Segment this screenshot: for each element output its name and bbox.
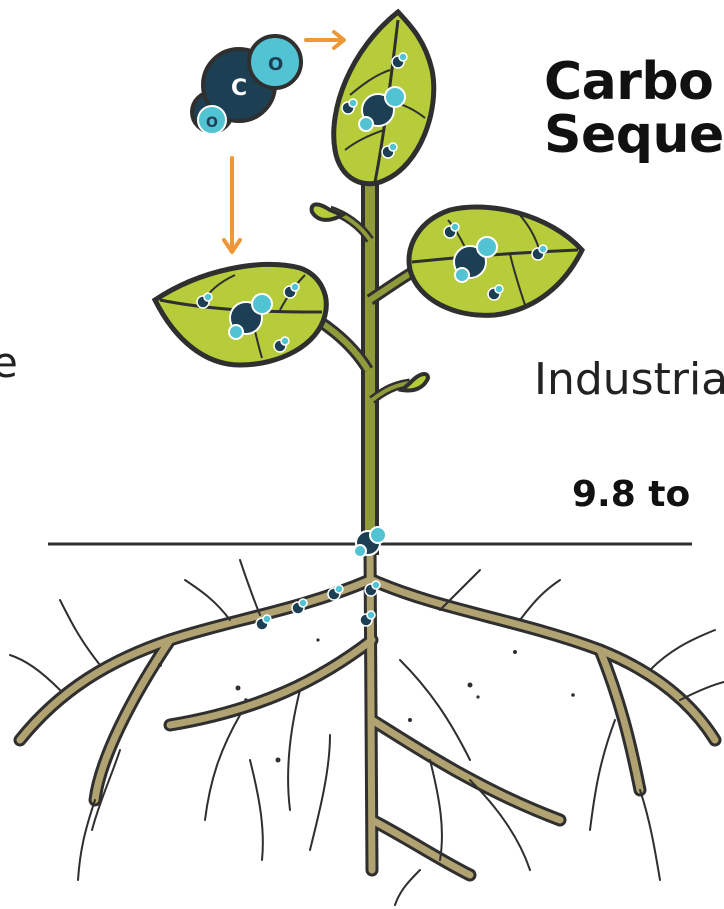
title-line-1: Carbo (544, 56, 724, 109)
subtitle: Industria (534, 354, 724, 405)
carbon-atom-label: C (231, 76, 247, 101)
co2-molecule-large: C O O (192, 36, 301, 134)
roots (10, 550, 724, 905)
page-title: Carbo Seque (544, 56, 724, 162)
cropped-text-left: e (0, 338, 18, 387)
arrow-down-icon (224, 158, 240, 252)
title-line-2: Seque (544, 109, 724, 162)
oxygen-atom-label-2: O (206, 115, 218, 131)
oxygen-atom-label-1: O (268, 54, 283, 75)
stat-value: 9.8 to (572, 474, 690, 515)
arrow-right-icon (306, 32, 344, 48)
